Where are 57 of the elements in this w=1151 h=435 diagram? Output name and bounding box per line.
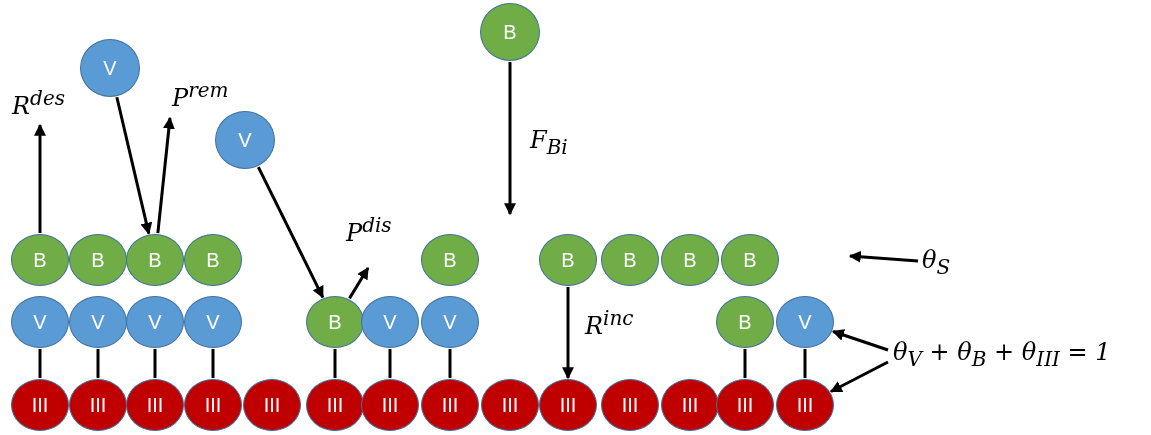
particle-circle: III: [361, 379, 419, 431]
particle-circle: B: [421, 234, 479, 286]
connector-line: [388, 349, 392, 378]
particle-circle: V: [184, 296, 242, 348]
arrow: [831, 329, 889, 352]
particle-circle: III: [184, 379, 242, 431]
particle-circle: III: [716, 379, 774, 431]
arrow: [115, 96, 153, 235]
particle-circle: B: [306, 296, 364, 348]
arrow: [156, 116, 175, 234]
connector-line: [803, 349, 807, 378]
arrow: [848, 250, 919, 263]
particle-circle: V: [69, 296, 127, 348]
particle-circle: III: [11, 379, 69, 431]
connector-line: [448, 349, 452, 378]
edge-label: F$_{Bi}$: [530, 128, 568, 157]
connector-line: [38, 349, 42, 378]
particle-circle: III: [661, 379, 719, 431]
particle-circle: B: [184, 234, 242, 286]
connector-line: [333, 349, 337, 378]
connector-line: [153, 349, 157, 378]
particle-circle: III: [421, 379, 479, 431]
connector-line: [743, 349, 747, 378]
arrow: [829, 360, 889, 393]
particle-circle: V: [215, 111, 275, 169]
particle-circle: V: [80, 39, 140, 97]
particle-circle: III: [306, 379, 364, 431]
arrow: [348, 267, 370, 300]
particle-circle: B: [721, 234, 779, 286]
particle-circle: V: [421, 296, 479, 348]
particle-circle: B: [716, 296, 774, 348]
particle-circle: B: [661, 234, 719, 286]
particle-circle: III: [539, 379, 597, 431]
particle-circle: B: [480, 3, 540, 61]
particle-circle: V: [361, 296, 419, 348]
particle-circle: III: [776, 379, 834, 431]
arrow: [504, 62, 516, 216]
particle-circle: B: [601, 234, 659, 286]
arrow: [257, 166, 325, 299]
particle-circle: III: [481, 379, 539, 431]
particle-circle: III: [601, 379, 659, 431]
connector-line: [211, 349, 215, 378]
particle-circle: B: [69, 234, 127, 286]
arrow: [34, 123, 46, 233]
arrow: [562, 287, 574, 380]
particle-circle: V: [126, 296, 184, 348]
theta-label: θ$_{S}$: [922, 248, 951, 277]
particle-circle: V: [776, 296, 834, 348]
particle-circle: V: [11, 296, 69, 348]
particle-circle: III: [69, 379, 127, 431]
particle-circle: B: [11, 234, 69, 286]
particle-circle: III: [126, 379, 184, 431]
connector-line: [96, 349, 100, 378]
particle-circle: B: [126, 234, 184, 286]
coverage-equation: θ$_{V}$ + θ$_{B}$ + θ$_{III}$ = 1: [893, 340, 1111, 369]
particle-circle: B: [539, 234, 597, 286]
particle-circle: III: [243, 379, 301, 431]
